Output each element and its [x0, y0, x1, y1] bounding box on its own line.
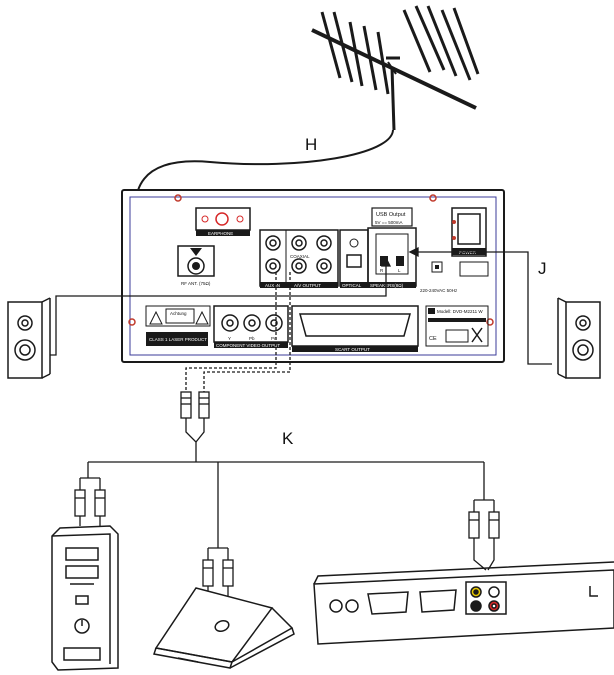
screw	[429, 194, 437, 202]
laptop-plugs	[202, 547, 234, 596]
component-y-label: Y	[228, 336, 231, 341]
speaker-cable-label: J	[538, 259, 547, 278]
ce-mark: CE	[429, 336, 437, 342]
usb-rating-label: 5V == 500mA	[375, 220, 403, 225]
usb-output-label: USB Output	[376, 212, 406, 218]
left-speaker	[7, 297, 51, 379]
component-video-label: COMPONENT VIDEO OUTPUT	[216, 343, 280, 348]
speaker-r-label: R	[380, 268, 384, 273]
dvd-player	[313, 561, 614, 645]
scart-label: SCART OUTPUT	[335, 347, 370, 352]
screw	[128, 318, 136, 326]
dvd-plugs	[468, 499, 500, 571]
coaxial-label: COAXIAL	[290, 254, 310, 259]
warning-label: Achtung	[170, 311, 187, 316]
speakers-label: SPEAKERS(8Ω)	[370, 283, 404, 288]
laser-class-label: CLASS 1 LASER PRODUCT	[149, 337, 207, 342]
screw	[174, 194, 182, 202]
av-output-label: A/V OUTPUT	[294, 283, 321, 288]
component-pr-label: Pr	[271, 336, 276, 341]
right-speaker	[557, 297, 601, 379]
component-pb-label: Pb	[249, 336, 255, 341]
av-output-cable	[87, 272, 485, 548]
output-cable-label: K	[282, 429, 294, 448]
rf-ant-label: RF ANT. (75Ω)	[181, 281, 211, 286]
antenna-cable-label: H	[305, 135, 317, 154]
speaker-cables	[50, 246, 552, 365]
model-label: Modell: DVD-M2211 W	[437, 309, 483, 314]
optical-label: OPTICAL	[342, 283, 362, 288]
speaker-l-label: L	[398, 268, 401, 273]
device-rear-panel: EARPHONE RF ANT. (75Ω) AUX IN A/V OUTPUT…	[121, 189, 505, 363]
pc-plugs	[74, 477, 106, 526]
laptop	[153, 587, 295, 669]
screw	[486, 318, 494, 326]
pc-tower	[51, 525, 119, 671]
earphone-label: EARPHONE	[208, 231, 233, 236]
aux-in-label: AUX IN	[265, 283, 280, 288]
mains-label: 220-240VAC 50Hz	[420, 288, 458, 293]
